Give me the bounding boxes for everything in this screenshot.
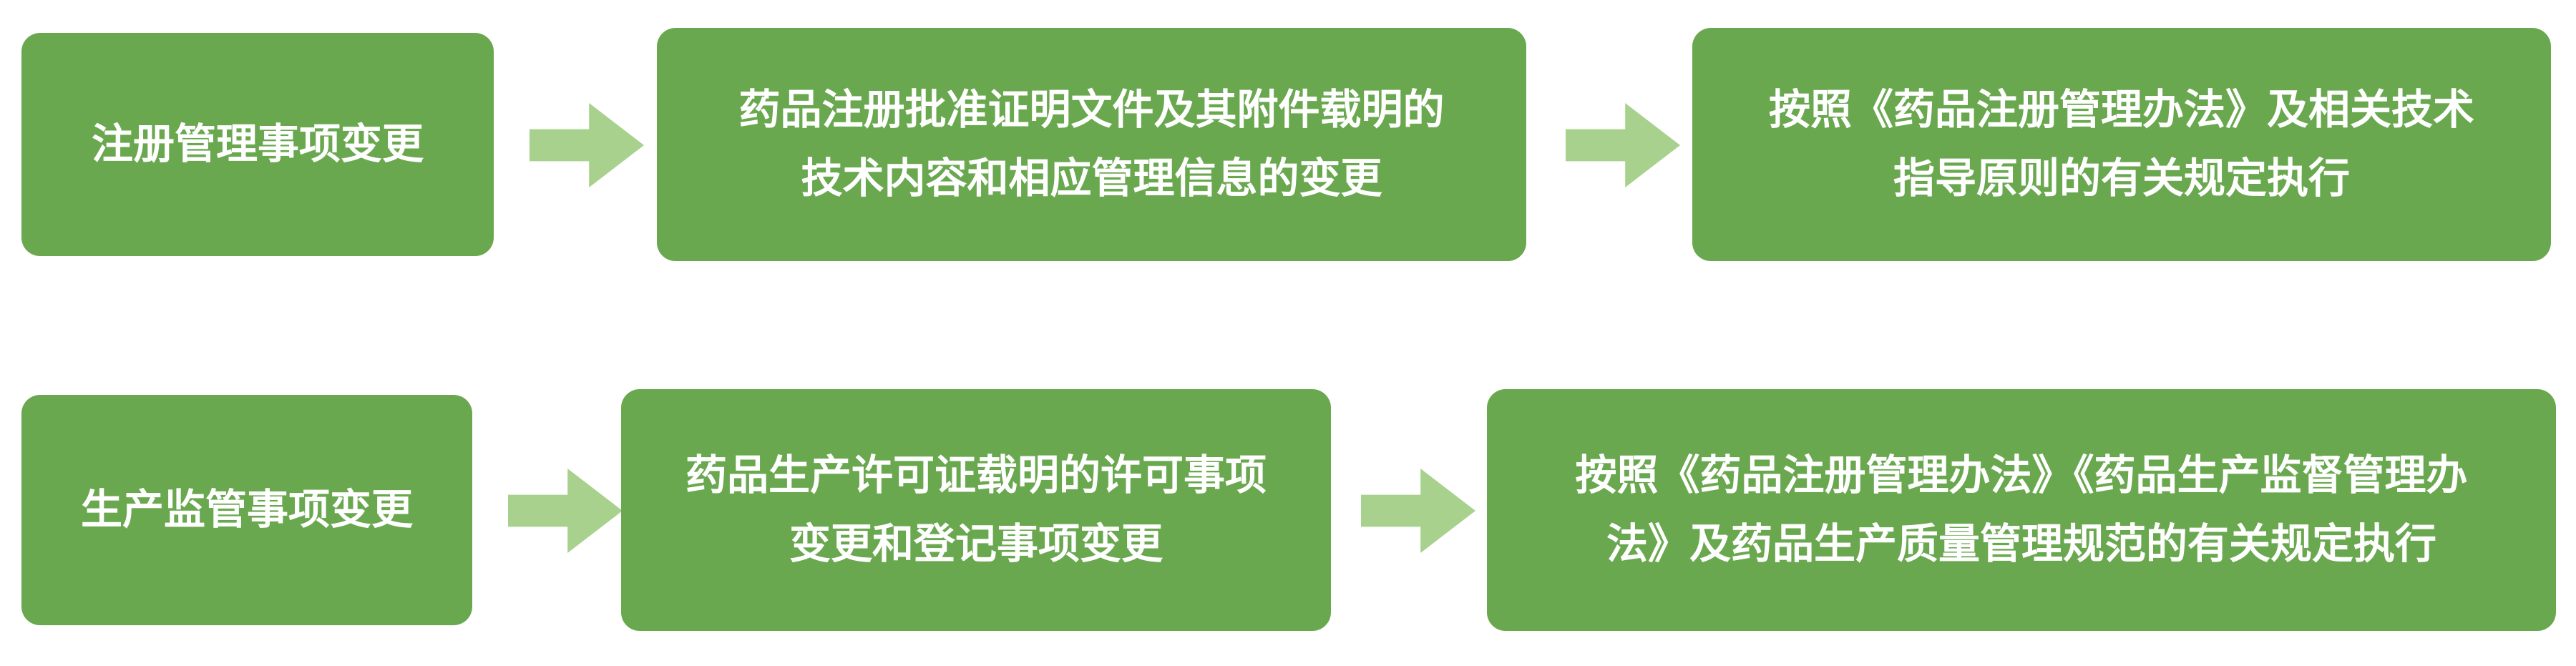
box-text-line: 按照《药品注册管理办法》《药品生产监督管理办 <box>1575 452 2468 499</box>
box-production-basis: 按照《药品注册管理办法》《药品生产监督管理办 法》及药品生产质量管理规范的有关规… <box>1487 389 2556 631</box>
box-text-line: 技术内容和相应管理信息的变更 <box>801 155 1382 202</box>
arrow-right-icon <box>508 469 623 553</box>
box-text-line: 法》及药品生产质量管理规范的有关规定执行 <box>1606 521 2436 567</box>
box-text-line: 药品注册批准证明文件及其附件载明的 <box>738 87 1445 134</box>
arrow-right-icon <box>1361 469 1475 553</box>
box-text-line: 变更和登记事项变更 <box>789 521 1163 567</box>
box-text-line: 生产监管事项变更 <box>80 486 413 534</box>
box-production-change: 生产监管事项变更 <box>21 395 472 625</box>
box-text-line: 指导原则的有关规定执行 <box>1893 155 2350 202</box>
box-text-line: 注册管理事项变更 <box>91 121 424 168</box>
arrow-right-icon <box>1566 103 1680 187</box>
box-registration-detail: 药品注册批准证明文件及其附件载明的 技术内容和相应管理信息的变更 <box>657 28 1526 261</box>
box-text-line: 按照《药品注册管理办法》及相关技术 <box>1768 87 2474 134</box>
arrow-right-icon <box>530 103 644 187</box>
box-text-line: 药品生产许可证载明的许可事项 <box>685 452 1267 499</box>
box-registration-change: 注册管理事项变更 <box>21 33 494 256</box>
box-production-detail: 药品生产许可证载明的许可事项 变更和登记事项变更 <box>621 389 1331 631</box>
box-registration-basis: 按照《药品注册管理办法》及相关技术 指导原则的有关规定执行 <box>1692 28 2551 261</box>
